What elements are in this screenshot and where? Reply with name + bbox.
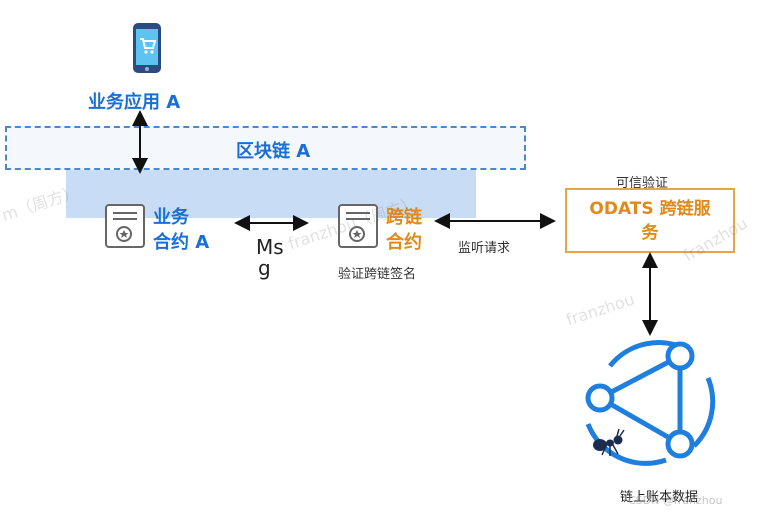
odats-label-line2: 务 [641, 223, 659, 243]
ledger-network-icon [585, 340, 716, 466]
smartphone-icon [133, 23, 161, 73]
msg-label-line2: g [258, 256, 271, 280]
odats-label-line1: ODATS 跨链服 [589, 199, 711, 219]
verify-cross-chain-signature-label: 验证跨链签名 [338, 267, 417, 282]
cross-chain-contract-label-line2: 合约 [386, 232, 422, 253]
msg-label-line1: Ms [256, 235, 284, 259]
blockchain-a-box [5, 126, 526, 170]
business-contract-label-line1: 业务 [153, 207, 189, 228]
cross-chain-contract-label-line1: 跨链 [386, 207, 422, 228]
odats-cross-chain-service-box: ODATS 跨链服 务 [565, 188, 735, 253]
csdn-watermark: CSDN @franzhou [628, 494, 723, 507]
ant-icon [593, 428, 625, 456]
blockchain-a-label: 区块链 A [236, 141, 311, 162]
listen-request-label: 监听请求 [458, 241, 511, 256]
ledger-data-label: 链上账本数据 [620, 490, 699, 505]
business-app-a-label: 业务应用 A [88, 92, 181, 113]
trusted-verification-label: 可信验证 [616, 176, 669, 191]
business-contract-document-icon [105, 204, 145, 248]
cross-chain-contract-document-icon [338, 204, 378, 248]
business-contract-label-line2: 合约 A [153, 232, 210, 253]
